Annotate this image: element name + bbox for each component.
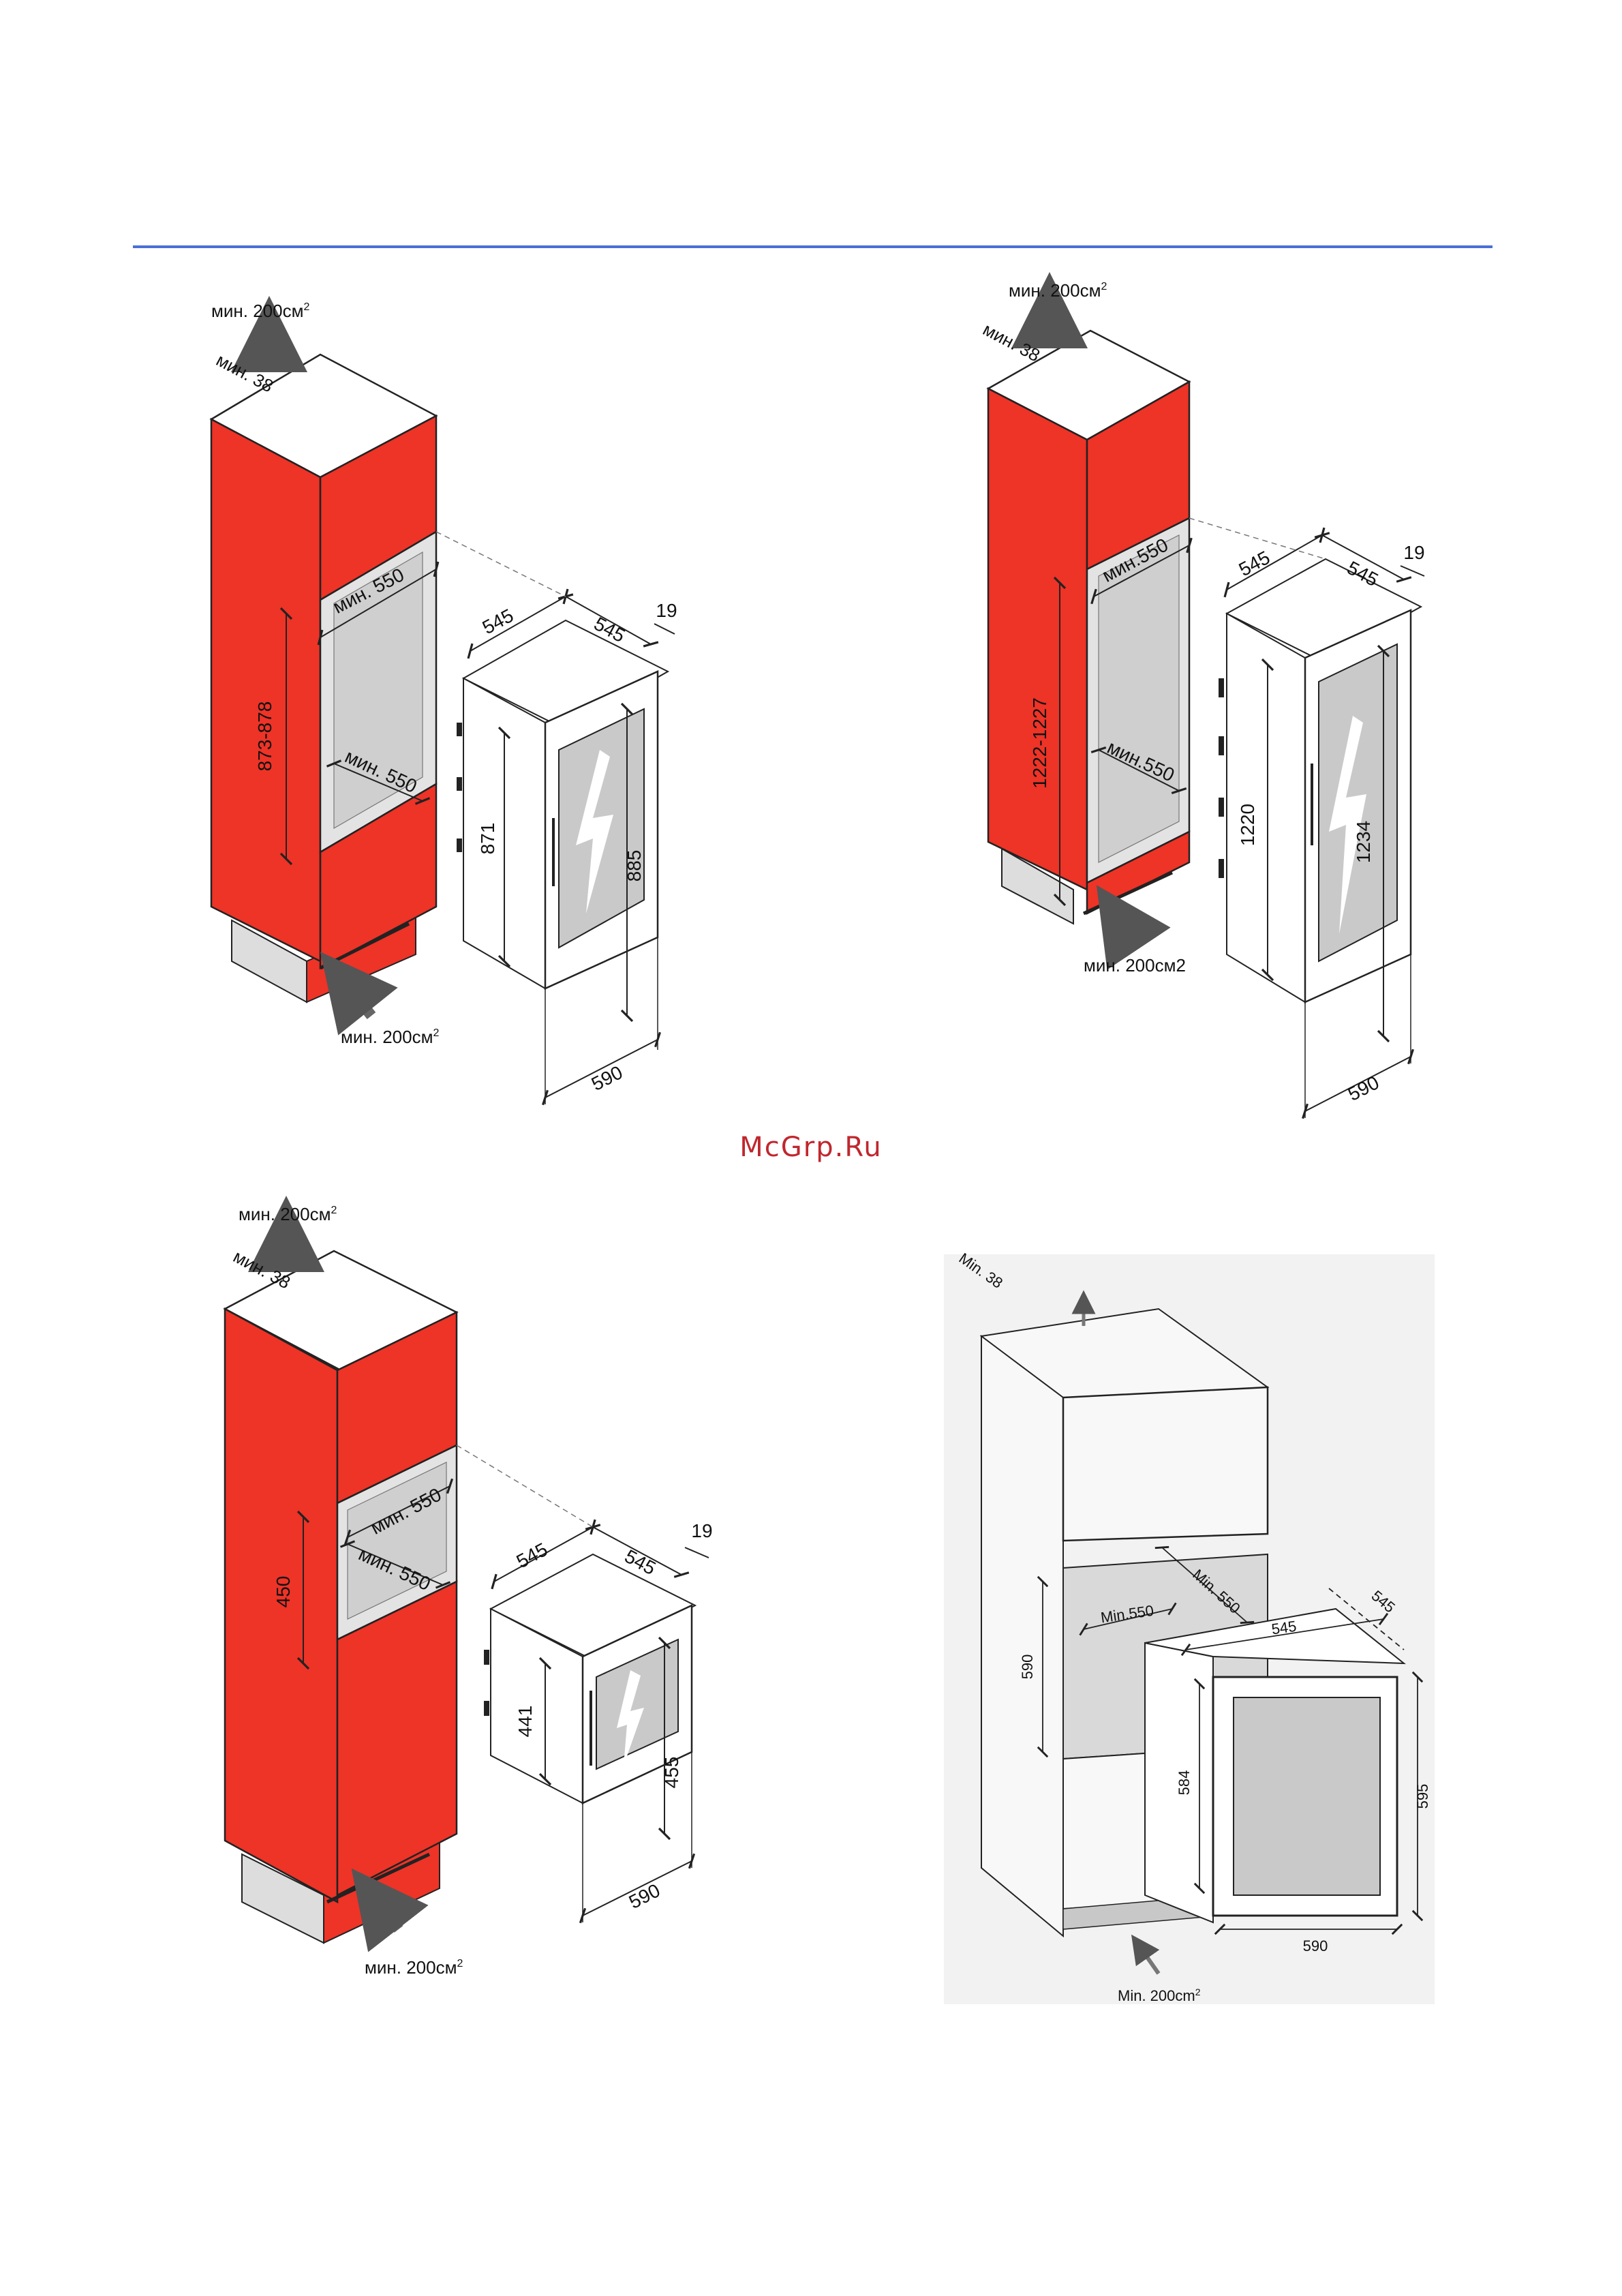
dim-door-open-line xyxy=(1302,1048,1414,1119)
dim-niche-width-line xyxy=(317,561,440,646)
hinge xyxy=(1219,859,1224,878)
dim-niche-height: 1222-1227 xyxy=(1029,697,1050,789)
cabinet-front-upper xyxy=(1062,1386,1269,1542)
vent-bottom-arrow xyxy=(320,952,398,1036)
hinge xyxy=(457,777,462,791)
dim-depth-line xyxy=(491,1519,596,1590)
watermark: McGrp.Ru xyxy=(739,1132,883,1163)
dim-body-height: 1220 xyxy=(1237,804,1258,846)
dim-body-height: 871 xyxy=(477,823,498,855)
diagram-top-left: 873-878 мин. 550 мин. 550 545 545 19 871… xyxy=(209,296,677,1106)
dim-door-thickness-line xyxy=(654,623,675,635)
gap-top-label: мин. 38 xyxy=(979,319,1043,366)
dim-niche-depth-line xyxy=(1154,1545,1255,1625)
vent-bottom-label: мин. 200см2 xyxy=(1084,955,1186,976)
dim-depth-line xyxy=(467,588,569,659)
appliance-glass xyxy=(1233,1697,1381,1896)
dim-door-open: 590 xyxy=(1345,1072,1383,1105)
dim-depth: 545 xyxy=(1236,547,1274,580)
vent-bottom-arrow xyxy=(1131,1934,1161,1975)
guide-line-dashed xyxy=(1189,517,1326,560)
dim-door-open-line xyxy=(579,1853,696,1924)
dim-depth: 545 xyxy=(479,605,517,638)
hinge xyxy=(1219,678,1224,697)
dim-depth: 545 xyxy=(513,1539,551,1572)
dim-niche-height: 873-878 xyxy=(254,701,275,772)
hinge xyxy=(457,839,462,852)
dim-depth-line xyxy=(1223,527,1326,598)
dim-door-open-line xyxy=(542,1031,661,1106)
dim-door-height: 885 xyxy=(624,850,645,882)
cabinet-side-panel xyxy=(987,387,1088,891)
header-rule xyxy=(133,245,1493,248)
vent-top-label: мин. 200см2 xyxy=(239,1204,337,1224)
hinge xyxy=(1219,736,1224,755)
dim-door-thickness: 19 xyxy=(1403,542,1424,563)
dim-niche-depth-line xyxy=(326,759,431,805)
dim-door-height: 455 xyxy=(661,1757,682,1789)
dim-door-thickness: 19 xyxy=(656,600,677,621)
diagram-top-right: 1222-1227 мин.550 мин.550 545 545 19 122… xyxy=(979,272,1425,1119)
glass-reflection-shape xyxy=(1329,716,1366,934)
dim-door-height: 1234 xyxy=(1353,821,1374,863)
dim-body-height: 584 xyxy=(1176,1770,1193,1796)
vent-bottom-label: мин. 200см2 xyxy=(365,1957,463,1978)
vent-bottom-arrow xyxy=(1096,885,1171,970)
dim-body-height: 441 xyxy=(515,1706,536,1738)
hinge xyxy=(484,1650,489,1665)
guide-line-dashed xyxy=(435,531,566,597)
vent-bottom-label: мин. 200см2 xyxy=(341,1027,439,1047)
hinge xyxy=(457,723,462,736)
dim-door-thickness: 19 xyxy=(691,1520,712,1541)
dim-width-line xyxy=(1314,532,1412,583)
dim-width: 545 xyxy=(1270,1618,1298,1638)
dim-niche-depth-line xyxy=(1090,746,1187,795)
dim-door-open: 590 xyxy=(1303,1937,1328,1954)
vent-bottom-arrow xyxy=(351,1868,429,1952)
cabinet-side-panel xyxy=(210,417,322,963)
dim-door-open: 590 xyxy=(588,1061,626,1095)
dim-niche-height: 590 xyxy=(1019,1655,1036,1680)
cabinet-side-panel xyxy=(224,1307,339,1904)
dim-niche-width-line xyxy=(343,1478,454,1545)
dim-door-open: 590 xyxy=(626,1879,664,1913)
diagram-bottom-left: 450 мин. 550 мин. 550 545 545 19 441 455… xyxy=(223,1196,713,1978)
dim-door-thickness-line xyxy=(684,1547,709,1558)
vent-top-label: мин. 200см2 xyxy=(211,301,309,321)
dim-niche-depth-line xyxy=(339,1540,451,1589)
hinge xyxy=(1219,798,1224,817)
dim-width-line xyxy=(585,1524,690,1578)
glass-reflection-shape xyxy=(576,750,613,913)
vent-bottom-label: Min. 200cm2 xyxy=(1118,1987,1201,2004)
dim-width-line xyxy=(1180,1612,1389,1657)
dim-door-height: 595 xyxy=(1414,1784,1431,1809)
vent-top-label: мин. 200см2 xyxy=(1009,280,1107,301)
cabinet-front-lower xyxy=(319,782,438,970)
dim-door-thickness-line xyxy=(1400,565,1425,577)
glass-reflection-shape xyxy=(617,1670,644,1766)
dim-width-line xyxy=(557,593,659,648)
guide-line-dashed xyxy=(456,1445,594,1528)
diagram-bottom-right: 590 Min.550 Min. 550 545 545 584 595 590… xyxy=(944,1250,1435,2004)
appliance-glass xyxy=(596,1638,679,1770)
cabinet-front-lower xyxy=(336,1580,458,1897)
dim-niche-width-line xyxy=(1090,537,1193,605)
dim-niche-height: 450 xyxy=(273,1576,294,1608)
hinge xyxy=(484,1701,489,1716)
cabinet-side-panel xyxy=(981,1335,1064,1938)
dim-depth-line xyxy=(1328,1588,1405,1650)
